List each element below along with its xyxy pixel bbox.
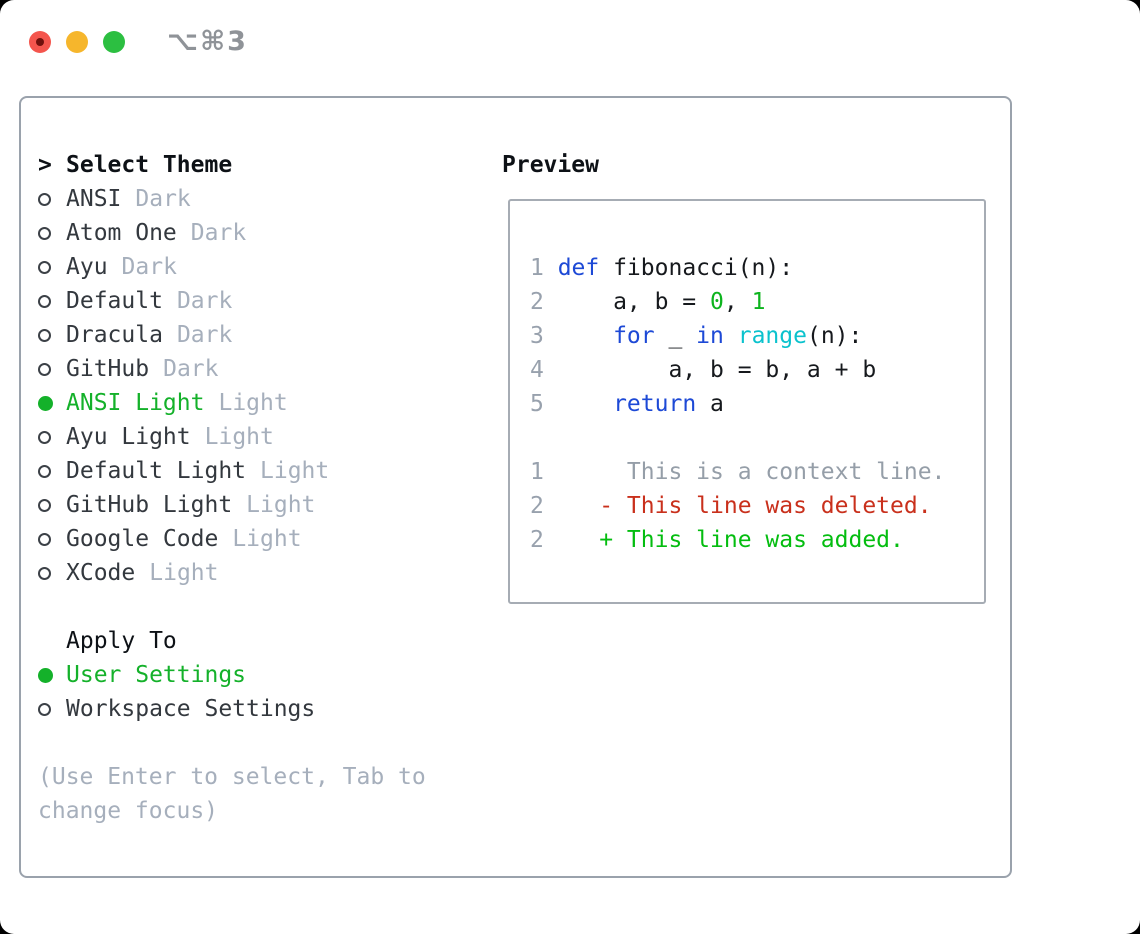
code-line — [530, 421, 974, 455]
line-number: 2 — [530, 493, 544, 519]
radio-icon — [38, 430, 66, 444]
theme-option-atom-one-dark[interactable]: Atom One Dark — [38, 216, 502, 250]
code-token: def — [557, 255, 614, 281]
theme-option-default-light[interactable]: Default Light Light — [38, 454, 502, 488]
code-token: (n): — [806, 323, 863, 349]
line-number: 4 — [530, 357, 544, 383]
prompt-caret-icon: > — [38, 152, 52, 178]
radio-icon — [38, 294, 66, 308]
spacer — [38, 590, 502, 624]
code-token: _ — [654, 323, 697, 349]
select-theme-title: Select Theme — [66, 152, 233, 178]
line-number: 2 — [530, 289, 544, 315]
code-line: 2 a, b = 0, 1 — [530, 285, 974, 319]
close-button-icon[interactable] — [29, 30, 51, 53]
code-token: range — [737, 323, 807, 349]
radio-icon — [38, 362, 66, 376]
code-token: 1 — [751, 289, 766, 315]
code-token: for — [613, 323, 655, 349]
apply-option-user-settings[interactable]: User Settings — [38, 658, 502, 692]
theme-option-xcode[interactable]: XCode Light — [38, 556, 502, 590]
apply-to-header: Apply To — [38, 624, 502, 658]
line-number: 1 — [530, 255, 544, 281]
radio-icon — [38, 498, 66, 512]
radio-icon — [38, 328, 66, 342]
preview-title: Preview — [502, 152, 599, 178]
theme-option-github-dark[interactable]: GitHub Dark — [38, 352, 502, 386]
radio-icon — [38, 702, 66, 716]
line-number: 1 — [530, 459, 544, 485]
code-line: 1 def fibonacci(n): — [530, 251, 974, 285]
theme-option-dracula-dark[interactable]: Dracula Dark — [38, 318, 502, 352]
code-token: - This line was deleted. — [557, 493, 932, 519]
theme-option-ansi-light[interactable]: ANSI Light Light — [38, 386, 502, 420]
code-token: return — [613, 391, 697, 417]
help-text-line-2: change focus) — [38, 798, 219, 824]
code-token: 0 — [710, 289, 724, 315]
code-line: 5 return a — [530, 387, 974, 421]
theme-option-ayu-dark[interactable]: Ayu Dark — [38, 250, 502, 284]
window-shortcut-label: ⌥⌘3 — [167, 26, 248, 57]
code-line: 1 This is a context line. — [530, 455, 974, 489]
line-number: 5 — [530, 391, 544, 417]
line-number: 3 — [530, 323, 544, 349]
theme-selector-panel: > Select Theme ANSI Dark Atom One Dark A… — [19, 96, 1012, 878]
code-token: + This line was added. — [557, 527, 904, 553]
apply-option-workspace-settings[interactable]: Workspace Settings — [38, 692, 502, 726]
theme-option-google-code[interactable]: Google Code Light — [38, 522, 502, 556]
theme-option-ansi-dark[interactable]: ANSI Dark — [38, 182, 502, 216]
radio-icon — [38, 566, 66, 580]
radio-selected-icon — [38, 667, 66, 683]
minimize-button-icon[interactable] — [66, 30, 88, 53]
zoom-button-icon[interactable] — [103, 30, 125, 53]
code-token: a — [696, 391, 724, 417]
code-token: fibonacci(n): — [613, 255, 794, 281]
radio-icon — [38, 192, 66, 206]
code-line: 2 + This line was added. — [530, 523, 974, 557]
line-number: 2 — [530, 527, 544, 553]
code-line: 4 a, b = b, a + b — [530, 353, 974, 387]
radio-icon — [38, 464, 66, 478]
radio-icon — [38, 226, 66, 240]
help-text-line-1: (Use Enter to select, Tab to — [38, 764, 426, 790]
spacer — [38, 726, 502, 760]
radio-icon — [38, 260, 66, 274]
theme-option-github-light[interactable]: GitHub Light Light — [38, 488, 502, 522]
code-line: 2 - This line was deleted. — [530, 489, 974, 523]
code-token: a, b = b, a + b — [557, 357, 877, 383]
code-token: in — [696, 323, 724, 349]
code-token — [724, 323, 738, 349]
theme-option-ayu-light[interactable]: Ayu Light Light — [38, 420, 502, 454]
titlebar: ⌥⌘3 — [29, 26, 248, 57]
radio-icon — [38, 532, 66, 546]
code-token: , — [723, 289, 752, 315]
select-theme-header: > Select Theme — [38, 148, 502, 182]
code-token — [558, 391, 613, 417]
theme-list-column: > Select Theme ANSI Dark Atom One Dark A… — [38, 148, 502, 876]
code-line: 3 for _ in range(n): — [530, 319, 974, 353]
theme-option-default-dark[interactable]: Default Dark — [38, 284, 502, 318]
code-token: This is a context line. — [557, 459, 946, 485]
radio-selected-icon — [38, 395, 66, 411]
apply-to-title: Apply To — [66, 628, 177, 654]
code-token: a, b = — [557, 289, 711, 315]
code-token — [558, 323, 613, 349]
